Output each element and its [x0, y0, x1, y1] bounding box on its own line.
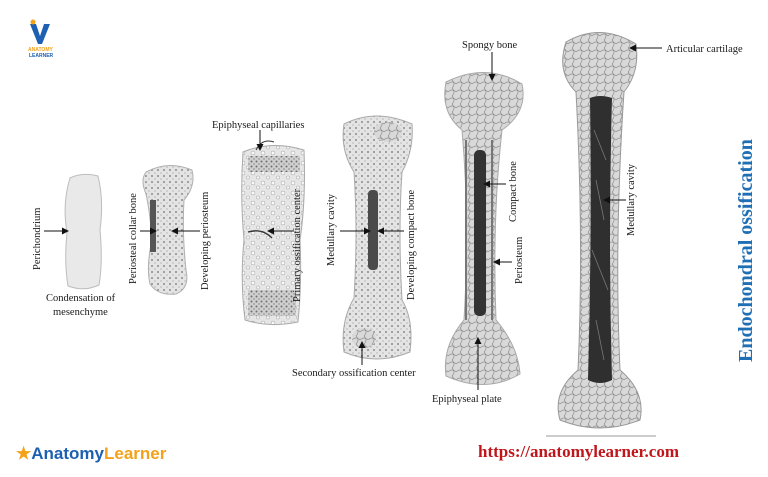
- label-condensation-2: mesenchyme: [53, 307, 108, 318]
- stage-3-primary-center: [241, 140, 305, 326]
- stage-2-collar-bone: [142, 165, 194, 295]
- label-compact-bone: Compact bone: [508, 161, 519, 222]
- site-url-link[interactable]: https://anatomylearner.com: [478, 442, 679, 461]
- brand-suffix: Learner: [103, 444, 167, 463]
- stage-6-mature-bone: [557, 32, 642, 429]
- label-medullary-cavity-2: Medullary cavity: [626, 163, 637, 236]
- label-articular-cartilage: Articular cartilage: [666, 44, 743, 55]
- stage-5-spongy-bone: [444, 72, 524, 385]
- label-developing-periosteum: Developing periosteum: [200, 192, 211, 290]
- label-periosteum: Periosteum: [514, 237, 525, 284]
- label-medullary-cavity-1: Medullary cavity: [326, 193, 337, 266]
- label-periosteal-collar: Periosteal collar bone: [128, 193, 139, 284]
- label-secondary-center: Secondary ossification center: [292, 368, 416, 379]
- brand-logo-icon: ANATOMY LEARNER: [28, 19, 54, 59]
- brand-prefix: Anatomy: [31, 444, 104, 463]
- label-epiphyseal-plate: Epiphyseal plate: [432, 394, 502, 405]
- label-perichondrium: Perichondrium: [32, 208, 43, 270]
- stage-4-compact-bone: [342, 115, 413, 360]
- label-developing-compact: Developing compact bone: [406, 189, 417, 300]
- label-primary-center: Primary ossification center: [292, 188, 303, 302]
- label-epiphyseal-capillaries: Epiphyseal capillaries: [212, 120, 304, 131]
- stage-1-cartilage-model: [64, 173, 103, 290]
- brand-logo-small-icon: ★: [16, 444, 32, 463]
- label-condensation-1: Condensation of: [46, 293, 116, 304]
- brand-wordmark: ★AnatomyLearner: [16, 444, 166, 464]
- logo-line-1: ANATOMY: [28, 47, 53, 53]
- labels: Perichondrium Condensation of mesenchyme…: [32, 40, 743, 405]
- label-spongy-bone: Spongy bone: [462, 40, 517, 51]
- leader-lines: [44, 44, 662, 390]
- logo-line-2: LEARNER: [29, 53, 54, 59]
- diagram-title: Endochondral ossification: [735, 139, 757, 362]
